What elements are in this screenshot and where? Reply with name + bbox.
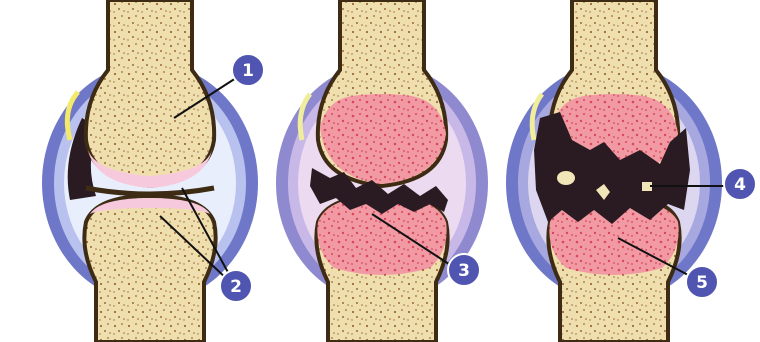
lower-bone bbox=[84, 196, 215, 342]
early-arthritis-panel bbox=[276, 0, 488, 342]
callout-label-1: 1 bbox=[242, 61, 254, 81]
callout-badge-5: 5 bbox=[686, 266, 718, 298]
bone-fragment bbox=[557, 171, 575, 185]
callout-label-2: 2 bbox=[230, 277, 242, 297]
callout-badge-2: 2 bbox=[220, 270, 252, 302]
callout-badge-1: 1 bbox=[232, 54, 264, 86]
callout-label-4: 4 bbox=[734, 175, 746, 195]
callout-label-5: 5 bbox=[696, 273, 708, 293]
callout-label-3: 3 bbox=[458, 261, 470, 281]
upper-bone bbox=[86, 0, 214, 186]
callout-badge-3: 3 bbox=[448, 254, 480, 286]
callout-badge-4: 4 bbox=[724, 168, 756, 200]
